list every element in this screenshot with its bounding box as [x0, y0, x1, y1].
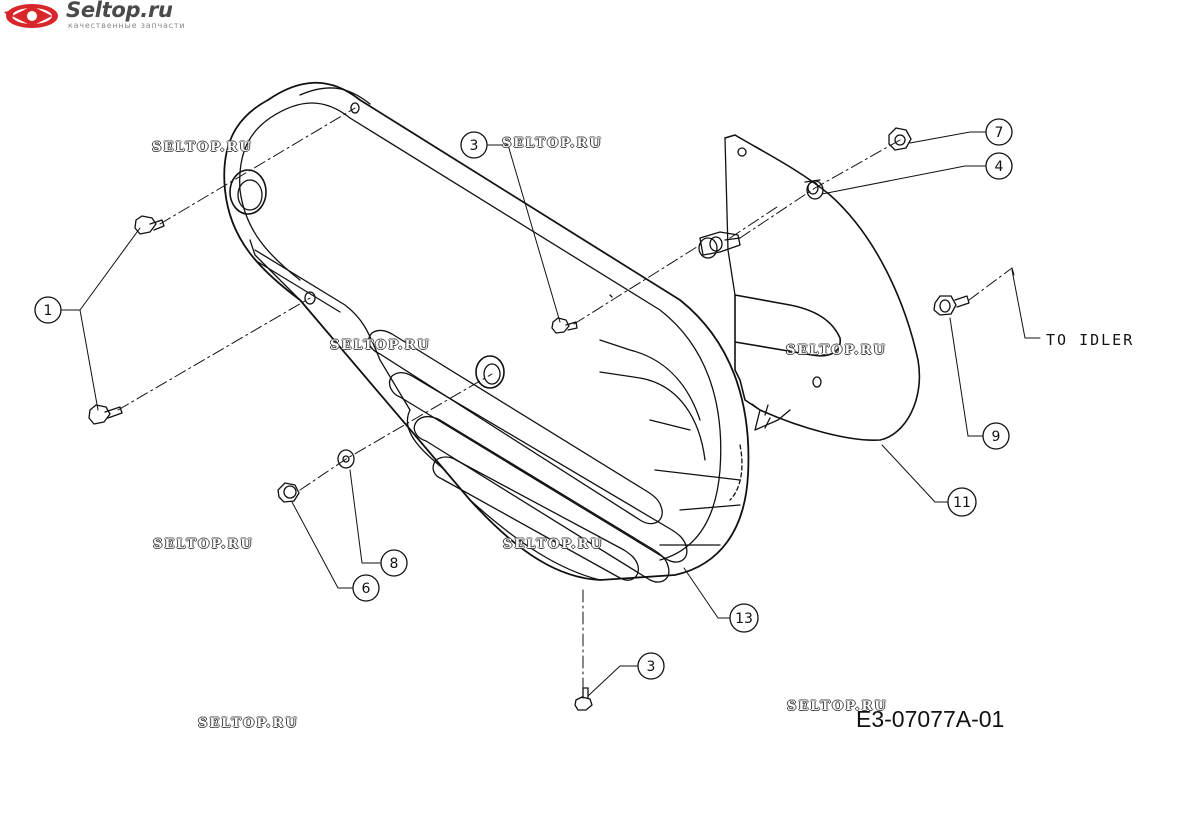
svg-text:9: 9 — [992, 429, 1001, 445]
callout-9: 9 — [982, 422, 1010, 450]
flat-washer — [337, 449, 355, 469]
mounting-bracket — [724, 134, 921, 441]
svg-text:8: 8 — [390, 556, 399, 572]
callout-7: 7 — [985, 118, 1013, 146]
belt-cover — [223, 81, 750, 583]
callout-11: 11 — [947, 487, 977, 517]
svg-text:11: 11 — [953, 495, 971, 511]
svg-text:7: 7 — [995, 125, 1004, 141]
watermark: SELTOP.RU — [152, 140, 253, 155]
svg-text:6: 6 — [362, 581, 371, 597]
callout-4: 4 — [985, 152, 1013, 180]
logo-brand-name: Seltop.ru — [66, 0, 173, 22]
logo-emblem-icon — [4, 4, 58, 28]
watermark: SELTOP.RU — [787, 699, 888, 714]
watermark: SELTOP.RU — [330, 338, 431, 353]
idler-leader — [1011, 269, 1041, 339]
idler-arrowhead — [1011, 267, 1015, 276]
svg-text:3: 3 — [470, 138, 479, 154]
callout-leaders — [61, 131, 987, 697]
callout-1: 1 — [34, 296, 62, 324]
site-logo[interactable]: Seltop.ru качественные запчасти — [2, 0, 202, 30]
watermark: SELTOP.RU — [503, 537, 604, 552]
callout-8: 8 — [380, 549, 408, 577]
callout-3-upper: 3 — [460, 131, 488, 159]
flange-nut — [888, 127, 912, 151]
hex-bolt — [933, 295, 970, 316]
bolt-upper — [134, 215, 165, 235]
svg-text:13: 13 — [735, 611, 753, 627]
screw-upper — [551, 317, 578, 334]
hex-nut — [277, 482, 300, 503]
watermark: SELTOP.RU — [502, 136, 603, 151]
callout-6: 6 — [352, 574, 380, 602]
drawing-code: E3-07077A-01 — [856, 706, 1005, 732]
logo-tagline: качественные запчасти — [68, 21, 186, 30]
watermark: SELTOP.RU — [198, 716, 299, 731]
callout-bubbles: 1 3 3 4 6 7 8 — [34, 118, 1013, 680]
watermark: SELTOP.RU — [153, 537, 254, 552]
watermark: SELTOP.RU — [786, 343, 887, 358]
idler-note: TO IDLER — [1046, 331, 1134, 349]
spacer — [804, 179, 824, 200]
callout-13: 13 — [729, 603, 759, 633]
assembly-centerlines — [117, 107, 1013, 691]
svg-text:1: 1 — [44, 303, 53, 319]
bolt-lower — [88, 404, 123, 425]
svg-text:3: 3 — [647, 659, 656, 675]
callout-3-lower: 3 — [637, 652, 665, 680]
idler-shaft-hub — [698, 231, 741, 259]
svg-text:4: 4 — [995, 159, 1004, 175]
screw-lower — [574, 687, 593, 711]
